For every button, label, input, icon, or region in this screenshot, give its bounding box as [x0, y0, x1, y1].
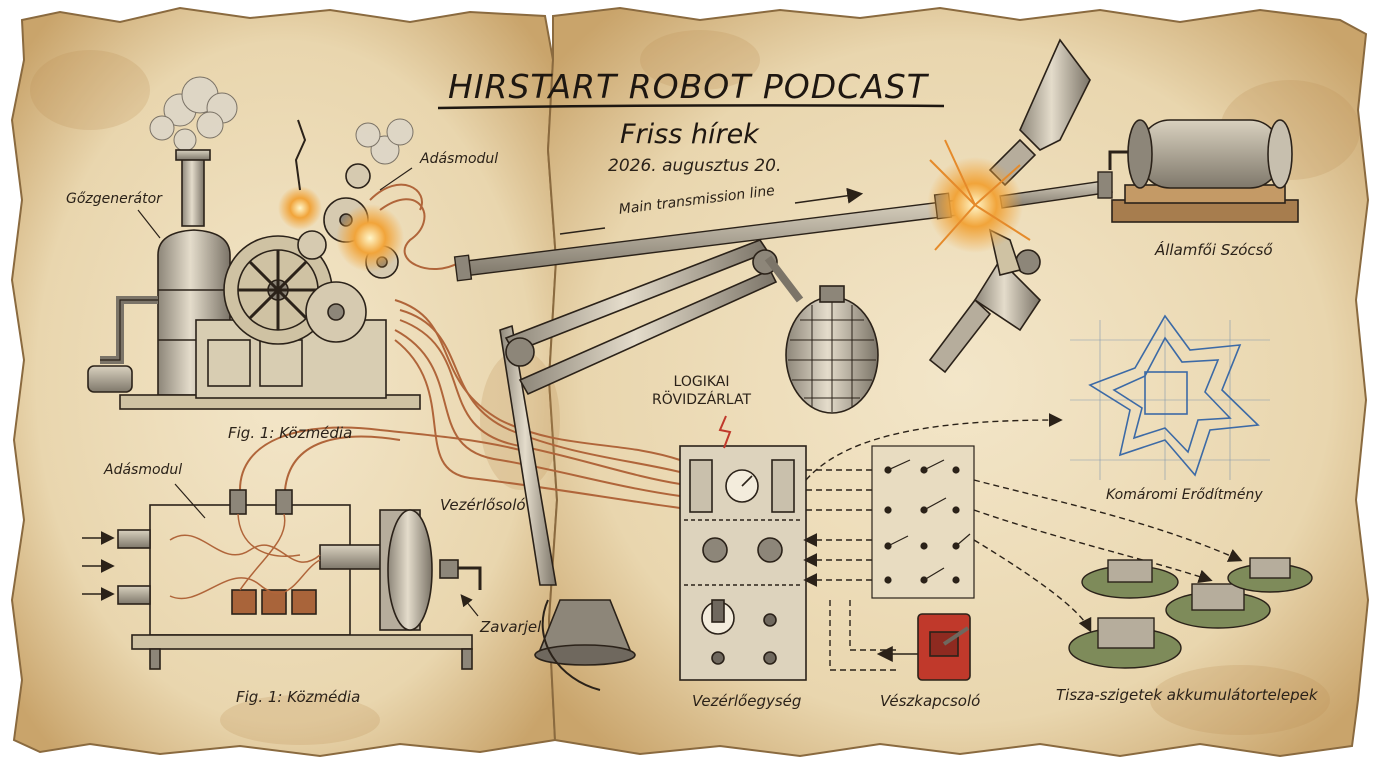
- label-broadcast-module-top: Adásmodul: [420, 151, 499, 167]
- input-arrows: [82, 531, 115, 601]
- mouthpiece-device: [1108, 119, 1299, 223]
- label-logic-short-circuit: LOGIKAI RÖVIDZÁRLAT: [652, 374, 752, 408]
- smoke-cloud: [149, 76, 414, 165]
- emergency-switch-drawing: [876, 613, 971, 681]
- page-subtitle: Friss hírek: [620, 119, 759, 150]
- label-steam-generator: Gőzgenerátor: [66, 191, 162, 207]
- transmission-label-line: [559, 227, 606, 235]
- microphone-boom: [499, 239, 804, 691]
- label-emergency-switch: Vészkapcsoló: [880, 692, 981, 710]
- steam-generator-drawing: [87, 76, 421, 410]
- explosion-sparks-left: [278, 119, 404, 272]
- fortress-blueprint: [1070, 314, 1270, 480]
- explosion-sparks-right: [927, 139, 1031, 253]
- control-unit-panel: [679, 445, 807, 681]
- label-broadcast-module-bottom: Adásmodul: [104, 462, 183, 478]
- label-fig-top: Fig. 1: Közmédia: [228, 424, 353, 442]
- switch-matrix: [871, 445, 975, 599]
- label-control-unit: Vezérlőegység: [692, 692, 802, 710]
- copper-wires: [239, 183, 681, 509]
- title-underline: [437, 104, 945, 110]
- page-date: 2026. augusztus 20.: [608, 156, 782, 176]
- lower-machine-wires: [169, 513, 321, 600]
- label-komarom-fortress: Komáromi Erődítmény: [1106, 487, 1263, 503]
- label-state-mouthpiece: Államfői Szócső: [1155, 241, 1273, 259]
- label-control-valve: Vezérlősoló: [440, 496, 526, 514]
- page-title: HIRSTART ROBOT PODCAST: [448, 67, 928, 106]
- robot-arm-drawing: [928, 38, 1091, 374]
- microphone: [785, 285, 879, 414]
- label-interference: Zavarjel: [480, 618, 542, 636]
- broadcast-machine-lower: [117, 489, 482, 670]
- transmission-arrow: [794, 187, 864, 204]
- battery-islands: [1068, 557, 1313, 669]
- label-pointers: [137, 167, 479, 617]
- dashed-connections: [803, 413, 1243, 671]
- label-fig-bottom: Fig. 1: Közmédia: [236, 688, 361, 706]
- lightning-bolt: [718, 415, 732, 449]
- label-tisza-batteries: Tisza-szigetek akkumulátortelepek: [1056, 686, 1318, 704]
